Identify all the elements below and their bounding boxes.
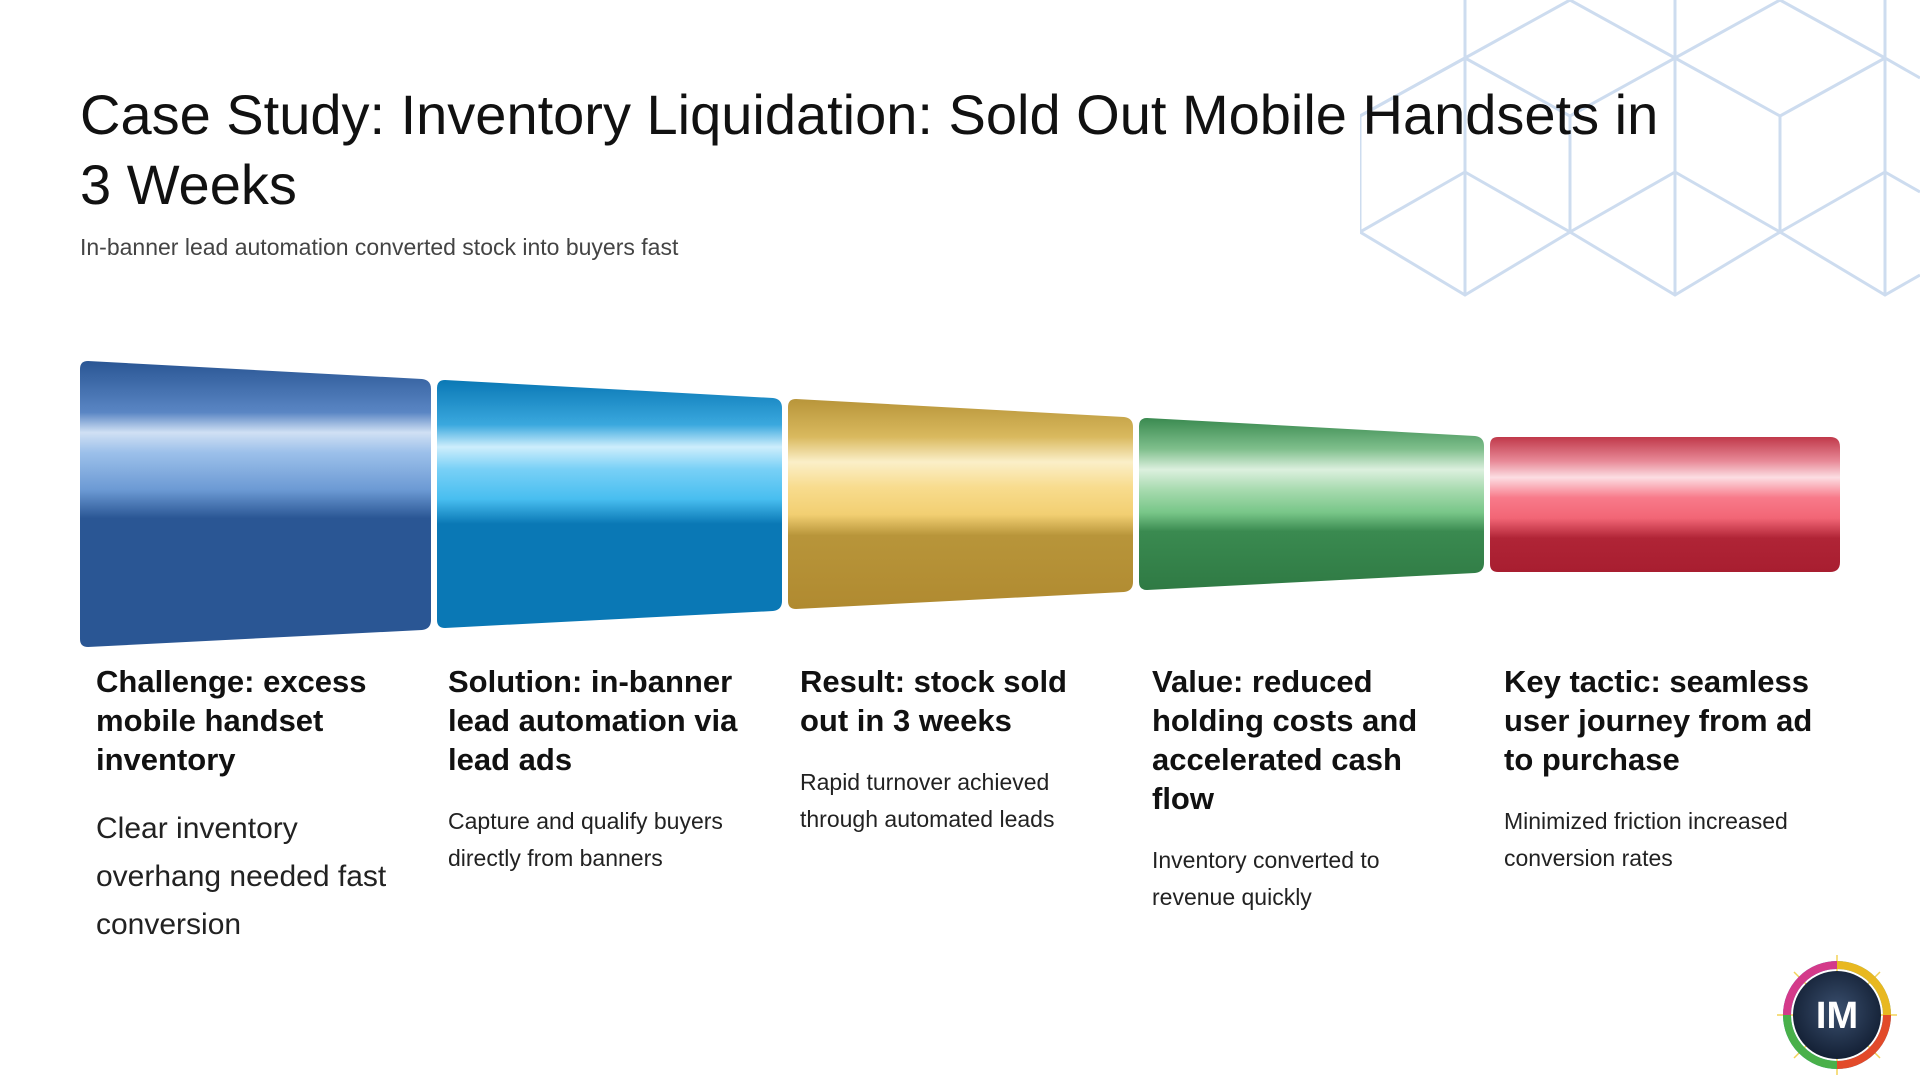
- stage-description: Rapid turnover achieved through automate…: [800, 769, 1055, 832]
- stage-challenge: Challenge: excess mobile handset invento…: [96, 662, 412, 949]
- stage-heading: Result: stock sold out in 3 weeks: [800, 664, 1067, 738]
- stage-key-tactic: Key tactic: seamless user journey from a…: [1504, 662, 1820, 877]
- stage-value: Value: reduced holding costs and acceler…: [1152, 662, 1468, 916]
- im-logo: IM: [1777, 955, 1897, 1075]
- stage-description: Capture and qualify buyers directly from…: [448, 808, 723, 871]
- stage-heading: Key tactic: seamless user journey from a…: [1504, 664, 1813, 777]
- logo-text: IM: [1816, 995, 1858, 1037]
- stage-description: Clear inventory overhang needed fast con…: [96, 812, 387, 941]
- stage-result: Result: stock sold out in 3 weeks Rapid …: [800, 662, 1116, 838]
- stage-heading: Challenge: excess mobile handset invento…: [96, 664, 367, 777]
- hexagon-pattern-decoration: [1360, 0, 1920, 297]
- stage-solution: Solution: in-banner lead automation via …: [448, 662, 764, 877]
- slide-title: Case Study: Inventory Liquidation: Sold …: [80, 83, 1659, 216]
- stage-heading: Solution: in-banner lead automation via …: [448, 664, 738, 777]
- slide-subtitle: In-banner lead automation converted stoc…: [80, 234, 679, 260]
- funnel-segment-2: [437, 380, 782, 628]
- stage-description: Inventory converted to revenue quickly: [1152, 847, 1380, 910]
- funnel-segment-5: [1490, 437, 1840, 572]
- funnel-segment-1: [80, 361, 431, 647]
- funnel-segment-3: [788, 399, 1133, 609]
- stage-heading: Value: reduced holding costs and acceler…: [1152, 664, 1418, 816]
- funnel-segment-4: [1139, 418, 1484, 590]
- stage-description: Minimized friction increased conversion …: [1504, 808, 1788, 871]
